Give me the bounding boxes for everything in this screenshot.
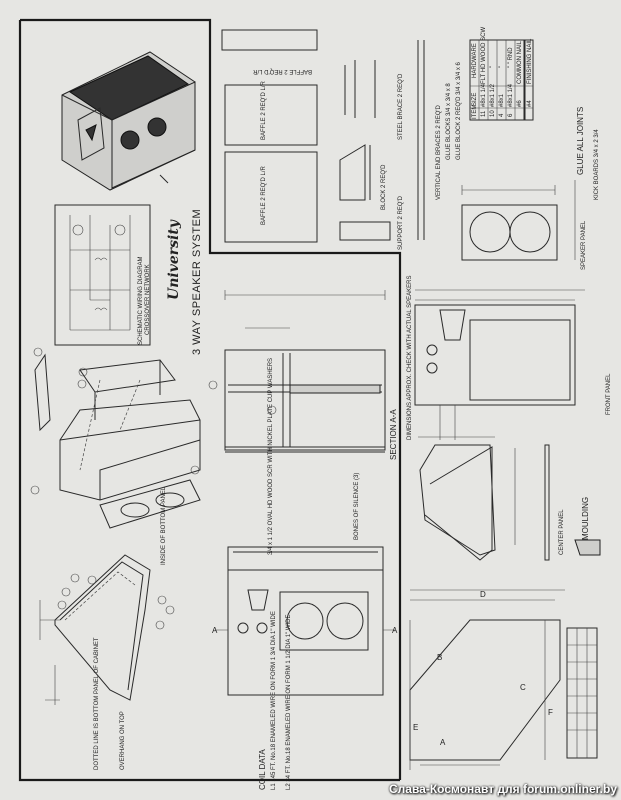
bottom-panel-drawing: D B C A E F (409, 589, 565, 770)
dim-label-d: D (480, 590, 486, 599)
hw-cell: #8x1 1/4 (508, 83, 514, 107)
hw-cell: #8x1 (499, 93, 505, 107)
hw-cell: FINISHING NAIL (527, 38, 533, 84)
kick-boards-label: KICK BOARDS 3/4 x 2 3/4 (594, 129, 600, 200)
vertical-end-braces-label: VERTICAL END BRACES 2 REQ'D (436, 104, 442, 200)
exploded-assembly-view (30, 347, 218, 529)
hw-cell: #8x1 1/4 (481, 83, 487, 107)
dim-label-c: C (520, 683, 526, 692)
watermark: Слава-Космонавт для forum.onliner.by (388, 782, 617, 796)
speaker-cabinet-illustration (61, 51, 196, 191)
steel-brace-label: STEEL BRACE 2 REQ'D (398, 73, 404, 140)
frame-border (18, 18, 402, 782)
front-panel-drawing: FRONT PANEL DIMENSIONS APPROX. CHECK WIT… (407, 276, 612, 440)
hw-cell: 11 (481, 110, 487, 117)
front-elevation-view: A A 3/4 x 1 1/2 OVAL HD WOOD SCR WITH NI… (212, 358, 398, 696)
section-a-a-view: SECTION A-A (224, 290, 398, 460)
dim-label-e: E (413, 723, 418, 732)
glue-block-2-label: GLUE BLOCK 2 REQ'D 3/4 x 3/4 x 6 (456, 61, 462, 160)
center-panel-label: CENTER PANEL (559, 509, 565, 555)
hw-header-item: ITEM (472, 105, 478, 119)
speaker-panel-label: SPEAKER PANEL (581, 220, 587, 270)
block-label: BLOCK 2 REQ'D (381, 164, 387, 210)
hw-cell: 4 (499, 113, 505, 117)
dotted-line-note: DOTTED LINE IS BOTTOM PANEL OF CABINET (94, 637, 100, 770)
hw-cell: #6 (517, 100, 523, 107)
hardware-table-last-row: #4 FINISHING NAIL (524, 38, 534, 121)
inside-bottom-note: INSIDE OF BOTTOM PANEL (161, 486, 167, 565)
hw-cell: #4 (527, 100, 533, 107)
bottom-panel-corner-detail: DOTTED LINE IS BOTTOM PANEL OF CABINET O… (39, 486, 175, 770)
glue-blocks-label: GLUE BLOCKS 3/4 x 3/4 x 8 (446, 83, 452, 160)
university-logo: University (166, 219, 182, 300)
hw-cell: 10 (490, 110, 496, 117)
baffle-lower-label: BAFFLE 2 REQ'D L/R (261, 166, 267, 225)
center-panel-drawing: CENTER PANEL MOULDING (418, 436, 601, 561)
dimension-table (566, 627, 598, 759)
coil-data-title: COIL DATA (258, 749, 267, 790)
hardware-table: ITEM SIZE HARDWARE 11 #8x1 1/4 FLT HD WO… (469, 27, 525, 121)
oval-head-note: 3/4 x 1 1/2 OVAL HD WOOD SCR WITH NICKEL… (268, 358, 274, 555)
baffle-upper-label: BAFFLE 2 REQ'D L/R (261, 81, 267, 140)
dim-label-b: B (437, 653, 442, 662)
coil-data-line2: L2 34 FT. No.18 ENAMELED WIRE ON FORM 1 … (286, 614, 292, 790)
glue-all-joints-label: GLUE ALL JOINTS (576, 107, 585, 175)
baffle-parts: BAFFLE 2 REQ'D L/R BAFFLE 2 REQ'D L/R BA… (221, 29, 425, 250)
bones-note: BONES OF SILENCE (3) (354, 473, 360, 540)
overhang-note: OVERHANG ON TOP (120, 711, 126, 770)
hw-cell: " " RND (508, 47, 514, 68)
schematic-subtitle: CROSSOVER NETWORK (145, 264, 151, 335)
section-marker-right: A (392, 626, 398, 635)
speaker-panel-drawing: SPEAKER PANEL (461, 180, 587, 270)
hw-cell: " (490, 66, 496, 68)
hw-cell: FLT HD WOOD SCW (481, 27, 487, 84)
dimensions-note: DIMENSIONS APPROX. CHECK WITH ACTUAL SPE… (407, 276, 413, 440)
support-label: SUPPORT 2 REQ'D (398, 195, 404, 250)
hw-header-hardware: HARDWARE (472, 43, 478, 78)
section-label: SECTION A-A (389, 409, 398, 460)
drawing-title: 3 WAY SPEAKER SYSTEM (191, 209, 203, 355)
dim-label-a: A (440, 738, 446, 747)
moulding-label: MOULDING (581, 497, 590, 540)
hw-cell: 6 (508, 113, 514, 117)
hw-cell: COMMON NAIL (517, 40, 523, 84)
hw-cell: #8x1 1/2 (490, 83, 496, 107)
front-panel-label: FRONT PANEL (606, 373, 612, 415)
dim-label-f: F (548, 708, 553, 717)
baffle-strip-label: BAFFLE 2 REQ'D L/R (253, 68, 312, 74)
hw-header-size: SIZE (472, 93, 478, 106)
section-marker-left: A (212, 626, 218, 635)
hw-cell: " (499, 66, 505, 68)
schematic-title: SCHEMATIC WIRING DIAGRAM (138, 256, 144, 345)
schematic-wiring-diagram: SCHEMATIC WIRING DIAGRAM CROSSOVER NETWO… (54, 204, 151, 346)
coil-data: COIL DATA L1 145 FT. No.18 ENAMELED WIRE… (258, 611, 292, 790)
coil-data-line1: L1 145 FT. No.18 ENAMELED WIRE ON FORM 1… (271, 611, 277, 790)
